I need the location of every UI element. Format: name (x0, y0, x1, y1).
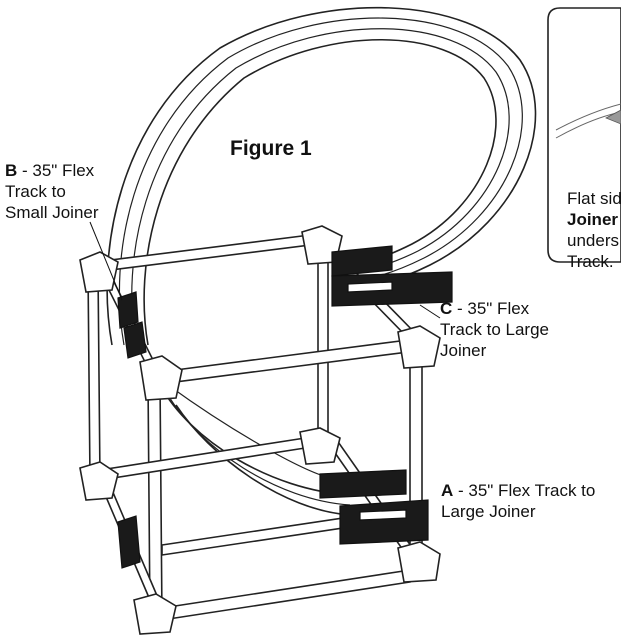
label-b-line2: Track to (5, 182, 66, 201)
label-c-letter: C (440, 299, 453, 318)
inset-line1: Flat sid (567, 189, 621, 208)
label-b-line3: Small Joiner (5, 203, 99, 222)
label-a-letter: A (441, 481, 454, 500)
label-b-line1: - 35" Flex (17, 161, 95, 180)
label-c-line2: Track to Large (440, 320, 549, 339)
label-c-line1: - 35" Flex (452, 299, 530, 318)
figure-title: Figure 1 (230, 137, 312, 160)
frame-tower (79, 225, 441, 635)
joiners (117, 245, 453, 569)
label-c-line3: Joiner (440, 341, 487, 360)
label-a-line2: Large Joiner (441, 502, 536, 521)
loop-track (106, 6, 537, 346)
inset-text: Flat sid Joiner unders Track. (567, 188, 621, 272)
label-a: A - 35" Flex Track to Large Joiner (441, 480, 595, 522)
inset-line3: unders (567, 231, 619, 250)
inset-line4: Track. (567, 252, 614, 271)
label-b: B - 35" Flex Track to Small Joiner (5, 160, 99, 223)
label-c: C - 35" Flex Track to Large Joiner (440, 298, 549, 361)
label-a-line1: - 35" Flex Track to (453, 481, 596, 500)
leader-lines (89, 221, 441, 319)
inset-line2: Joiner (567, 210, 619, 229)
label-b-letter: B (5, 161, 18, 180)
inset-box (547, 7, 621, 263)
